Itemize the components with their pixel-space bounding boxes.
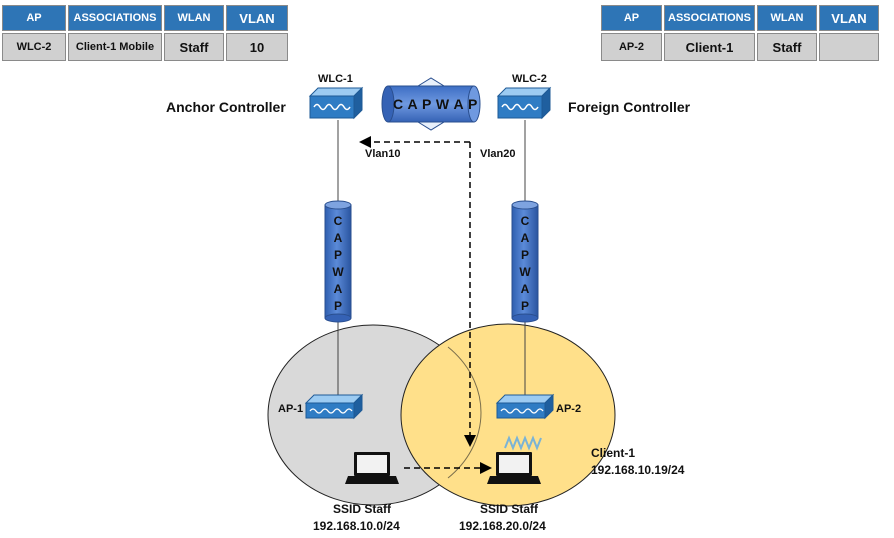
ap2-label: AP-2 bbox=[556, 403, 582, 415]
cell-right-ssid: SSID Staff bbox=[480, 502, 539, 516]
header-vlan: VLAN bbox=[226, 5, 288, 31]
header-associations: ASSOCIATIONS bbox=[664, 5, 755, 31]
cell-right-subnet: 192.168.20.0/24 bbox=[459, 519, 546, 533]
ap1-device-icon bbox=[304, 393, 364, 420]
tunnel-letter: A bbox=[333, 231, 343, 245]
capwap-tunnel-left bbox=[324, 200, 352, 323]
tunnel-letter: W bbox=[519, 265, 531, 279]
tunnel-letter: C bbox=[333, 214, 343, 228]
tunnel-letter: W bbox=[332, 265, 344, 279]
capwap-tunnel-right bbox=[511, 200, 539, 323]
tunnel-letters-right: C A P W A P bbox=[512, 213, 538, 315]
wlc2-label: WLC-2 bbox=[512, 73, 547, 85]
cell-ap: WLC-2 bbox=[2, 33, 66, 61]
wlc2-device-icon bbox=[496, 86, 552, 120]
foreign-controller-label: Foreign Controller bbox=[568, 99, 691, 115]
cell-vlan: 10 bbox=[226, 33, 288, 61]
vlan-right-label: Vlan20 bbox=[480, 148, 516, 160]
capwap-tunnel-horizontal bbox=[381, 77, 481, 131]
client-ip-label: 192.168.10.19/24 bbox=[591, 463, 685, 477]
anchor-controller-label: Anchor Controller bbox=[166, 99, 286, 115]
tunnel-letters-left: C A P W A P bbox=[325, 213, 351, 315]
laptop-client1-icon bbox=[487, 452, 541, 484]
wireless-signal-icon bbox=[504, 435, 542, 451]
wlc1-label: WLC-1 bbox=[318, 73, 353, 85]
cell-associations: Client-1 bbox=[664, 33, 755, 61]
tunnel-label-horizontal: C A P W A P bbox=[393, 96, 478, 112]
ap2-device-icon bbox=[495, 393, 555, 420]
header-wlan: WLAN bbox=[757, 5, 817, 31]
laptop-old-position-icon bbox=[345, 452, 399, 484]
ap1-label: AP-1 bbox=[278, 403, 304, 415]
cell-associations: Client-1 Mobile bbox=[68, 33, 162, 61]
header-wlan: WLAN bbox=[164, 5, 224, 31]
cell-left-ssid: SSID Staff bbox=[333, 502, 392, 516]
tunnel-letter: A bbox=[520, 282, 530, 296]
cell-left-subnet: 192.168.10.0/24 bbox=[313, 519, 400, 533]
tunnel-letter: P bbox=[520, 248, 529, 262]
tunnel-letter: P bbox=[333, 299, 342, 313]
tunnel-letter: A bbox=[520, 231, 530, 245]
header-vlan: VLAN bbox=[819, 5, 879, 31]
cell-vlan bbox=[819, 33, 879, 61]
header-ap: AP bbox=[2, 5, 66, 31]
header-ap: AP bbox=[601, 5, 662, 31]
header-associations: ASSOCIATIONS bbox=[68, 5, 162, 31]
association-table-right: AP ASSOCIATIONS WLAN VLAN AP-2 Client-1 … bbox=[599, 3, 881, 63]
cell-ap: AP-2 bbox=[601, 33, 662, 61]
association-table-left: AP ASSOCIATIONS WLAN VLAN WLC-2 Client-1… bbox=[0, 3, 290, 63]
tunnel-letter: P bbox=[333, 248, 342, 262]
client-name-label: Client-1 bbox=[591, 446, 636, 460]
vlan-left-label: Vlan10 bbox=[365, 148, 401, 160]
tunnel-letter: C bbox=[520, 214, 530, 228]
tunnel-letter: P bbox=[520, 299, 529, 313]
cell-wlan: Staff bbox=[164, 33, 224, 61]
wlc1-device-icon bbox=[308, 86, 364, 120]
tunnel-letter: A bbox=[333, 282, 343, 296]
cell-wlan: Staff bbox=[757, 33, 817, 61]
